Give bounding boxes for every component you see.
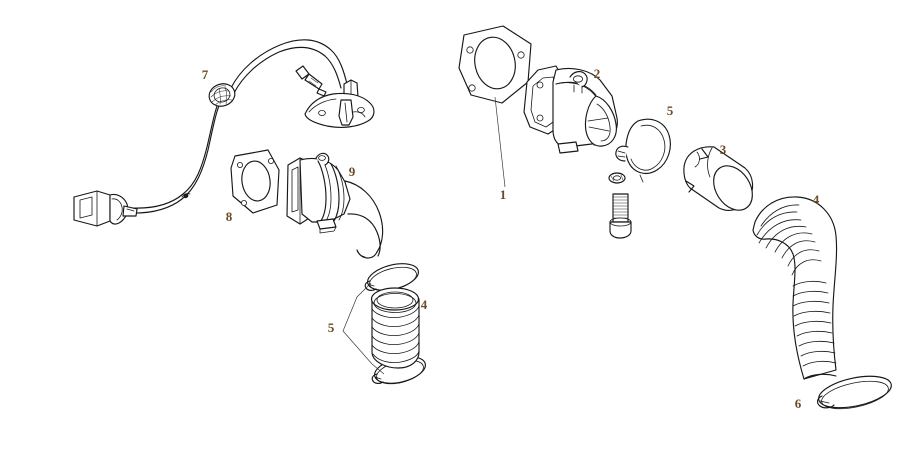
part-label-2: 2 (594, 66, 601, 81)
part-9-intake-elbow: 9 (286, 152, 384, 259)
part-label-3: 3 (720, 142, 727, 157)
part-label-1: 1 (500, 187, 507, 202)
washer (608, 172, 626, 184)
cable-grommet (208, 83, 236, 107)
part-label-7: 7 (202, 67, 209, 82)
part-label-4-small: 4 (421, 297, 428, 312)
cable-mounting-bracket (295, 65, 375, 128)
part-5-clamp-pair: 5 (328, 263, 426, 385)
part-4-hose-small: 4 (370, 287, 428, 369)
bracket-screw (295, 65, 327, 97)
part-7-throttle-cable: 7 (73, 39, 375, 227)
part-label-5-pair: 5 (328, 320, 335, 335)
part-6-retaining-ring: 6 (795, 375, 892, 411)
part-label-6: 6 (795, 396, 802, 411)
part-label-9: 9 (349, 164, 356, 179)
part-8-elbow-gasket: 8 (226, 149, 280, 224)
part-2-throttle-body: 2 (523, 65, 618, 154)
bolt (609, 193, 632, 239)
part-4-hose-large: 4 (752, 192, 838, 380)
part-label-4-large: 4 (813, 192, 820, 207)
part-label-5: 5 (667, 103, 674, 118)
part-label-8: 8 (226, 209, 233, 224)
cable-connector-plug (73, 190, 138, 227)
part-1-throttle-gasket: 1 (458, 25, 532, 202)
fastener-group (608, 172, 632, 239)
part-3-sleeve: 3 (683, 142, 754, 211)
part-5-hose-clamp: 5 (615, 103, 674, 183)
